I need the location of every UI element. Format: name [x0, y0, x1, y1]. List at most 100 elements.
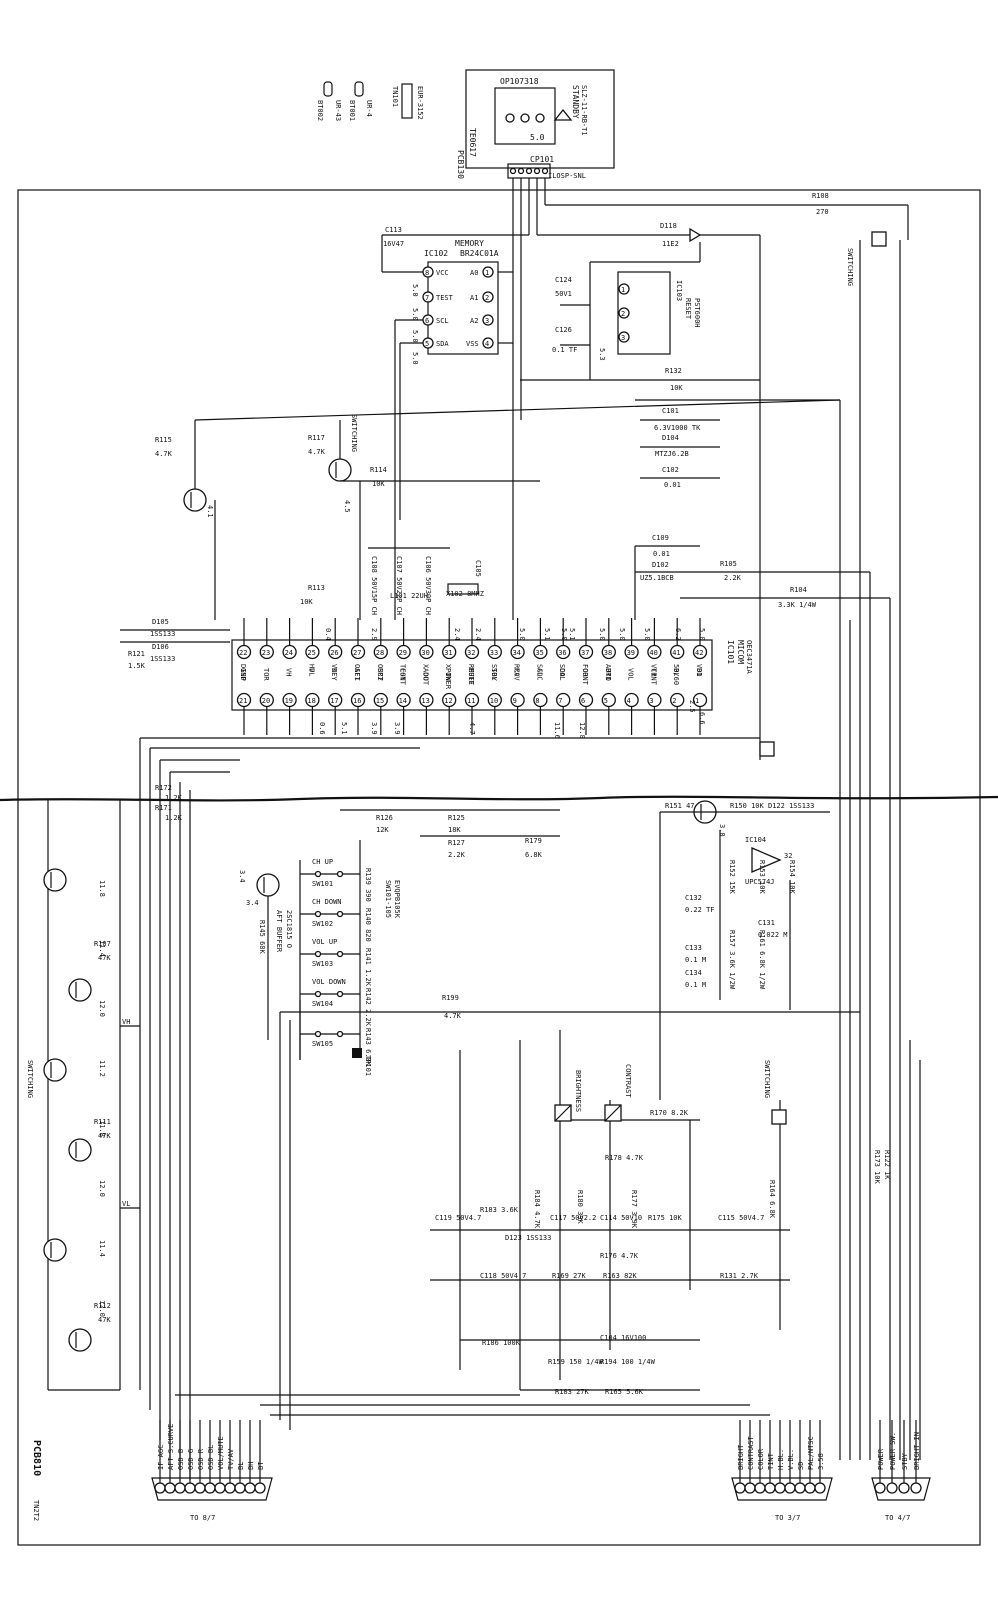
connector-pin[interactable] — [754, 1482, 766, 1494]
connector-pin[interactable] — [874, 1482, 886, 1494]
switching-label-top-right: SWITCHING — [846, 248, 854, 286]
micom-pin-name: OSC2 — [376, 664, 384, 681]
connector-pin[interactable] — [254, 1482, 266, 1494]
to-right-label: TO 4/7 — [885, 1514, 910, 1522]
top-module: PCB130 TE0617 OP107318 STANDBY SLZ-11-RB… — [456, 69, 615, 180]
r111-ref: R111 — [94, 1118, 111, 1126]
vh-label: VH — [122, 1018, 130, 1026]
r169-label: R169 27K — [552, 1272, 587, 1280]
micom-pin-number: 21 — [239, 697, 247, 705]
micom-pin — [464, 644, 480, 660]
micom-pin-name: X OUT — [421, 664, 429, 686]
left-switching-column: VH VL R107 47K R111 47K R112 47K SWITCHI… — [26, 800, 140, 1391]
r126-val: 12K — [376, 826, 389, 834]
connector-pin[interactable] — [814, 1482, 826, 1494]
connector-pin[interactable] — [204, 1482, 216, 1494]
connector-pin[interactable] — [764, 1482, 776, 1494]
key-switch-ref: SW103 — [312, 960, 333, 968]
switching-tr-lower-right-icon — [771, 1109, 787, 1125]
ic104-volt: 32 — [784, 852, 792, 860]
connector-pin[interactable] — [886, 1482, 898, 1494]
key-switch-node — [314, 990, 322, 998]
connector-pin[interactable] — [244, 1482, 256, 1494]
cap-value: 0.22 TF — [685, 906, 715, 914]
r179-val: 6.8K — [525, 851, 543, 859]
micom-pin — [556, 644, 571, 660]
key-switch-node — [336, 1030, 344, 1038]
r171-val: 1.2K — [165, 814, 183, 822]
micom-pin-name: VH — [285, 668, 293, 676]
micom-pin-name: X IN — [444, 664, 452, 681]
micom-ic-ref: IC101 — [726, 640, 735, 664]
mem-pin-1: 1 — [485, 269, 489, 277]
micom-pin — [624, 644, 639, 660]
d105-ref: D105 — [152, 618, 169, 626]
d106-val: 1SS133 — [150, 655, 175, 663]
connector-pin[interactable] — [898, 1482, 910, 1494]
micom-pin — [647, 644, 662, 660]
key-switch-node — [314, 870, 322, 878]
resistor-label: R152 15K — [728, 860, 736, 895]
micom-pin-number: 22 — [239, 649, 247, 657]
switching-label-left: SWITCHING — [26, 1060, 34, 1098]
aft-buffer: AFT BUFFER 2SC1815 O R145 68K 3.4 — [246, 873, 293, 1040]
connector-pin[interactable] — [234, 1482, 246, 1494]
vl-label: VL — [122, 1200, 130, 1208]
cap-ref: C134 — [685, 969, 702, 977]
micom-pin — [601, 692, 616, 708]
switching-tr-top-right-icon — [871, 231, 887, 247]
connector-pin[interactable] — [184, 1482, 196, 1494]
connector-pin-label: BT — [257, 1461, 265, 1470]
key-switch-resistor: R139 390 — [364, 868, 372, 902]
voltage-label: 12.8 — [578, 722, 586, 739]
key-switch-resistor: R140 820 — [364, 908, 372, 942]
cp101-type: ILOSP-SNL — [548, 172, 586, 180]
cap-ref: C133 — [685, 944, 702, 952]
ic104-ref: IC104 — [745, 836, 766, 844]
connector-pin-label: 3.58 — [817, 1453, 825, 1470]
aft-buffer-q: 2SC1815 O — [285, 910, 293, 948]
connector-pin[interactable] — [734, 1482, 746, 1494]
connector-pin[interactable] — [774, 1482, 786, 1494]
memory-ic102: MEMORY IC102 BR24C01A 8 VCC 7 TEST 6 SCL… — [381, 235, 513, 620]
connector-pin[interactable] — [910, 1482, 922, 1494]
connector-pin[interactable] — [174, 1482, 186, 1494]
brightness-pot: BRIGHTNESS — [554, 1070, 582, 1122]
c124-ref: C124 — [555, 276, 572, 284]
voltage-label: 12.0 — [98, 1300, 106, 1317]
d123-label: D123 1SS133 — [505, 1234, 551, 1242]
top-module-volt: 5.0 — [530, 133, 545, 142]
connector-pin-label: V.BL. — [787, 1449, 795, 1470]
micom-pin-name: VD — [330, 664, 338, 672]
micom-pin-name: AFT — [353, 668, 361, 681]
voltage-label: 11.8 — [98, 880, 106, 897]
micom-pin-name: MUTE — [467, 668, 475, 685]
micom-pin-number: 7 — [558, 697, 562, 705]
connector-pin[interactable] — [224, 1482, 236, 1494]
micom-pin — [305, 692, 320, 708]
connector-pin[interactable] — [744, 1482, 756, 1494]
micom-pin — [282, 644, 297, 660]
connector-pin[interactable] — [784, 1482, 796, 1494]
voltage-label: 11.2 — [98, 1060, 106, 1077]
micom-pin — [533, 644, 548, 660]
micom-pin — [373, 644, 388, 660]
connector-pin[interactable] — [214, 1482, 226, 1494]
key-switch-ref: SW102 — [312, 920, 333, 928]
r176-label: R176 4.7K — [600, 1252, 639, 1260]
connector-pin[interactable] — [194, 1482, 206, 1494]
connector-pin[interactable] — [154, 1482, 166, 1494]
micom-pin — [692, 644, 708, 660]
voltage-label: 3.4 — [238, 870, 246, 883]
sheet-code: TN2T2 — [32, 1500, 40, 1521]
connector-pin[interactable] — [794, 1482, 806, 1494]
r180-label: R180 39K — [576, 1190, 584, 1225]
connector-pin-label: PAL/NTSC — [807, 1436, 815, 1470]
switching-tr-mid-right-icon — [759, 741, 775, 757]
standby-led-icon — [553, 108, 573, 121]
connector-pin[interactable] — [164, 1482, 176, 1494]
sheet-border — [17, 189, 981, 1546]
connector-pin[interactable] — [804, 1482, 816, 1494]
r199-ref: R199 — [442, 994, 459, 1002]
